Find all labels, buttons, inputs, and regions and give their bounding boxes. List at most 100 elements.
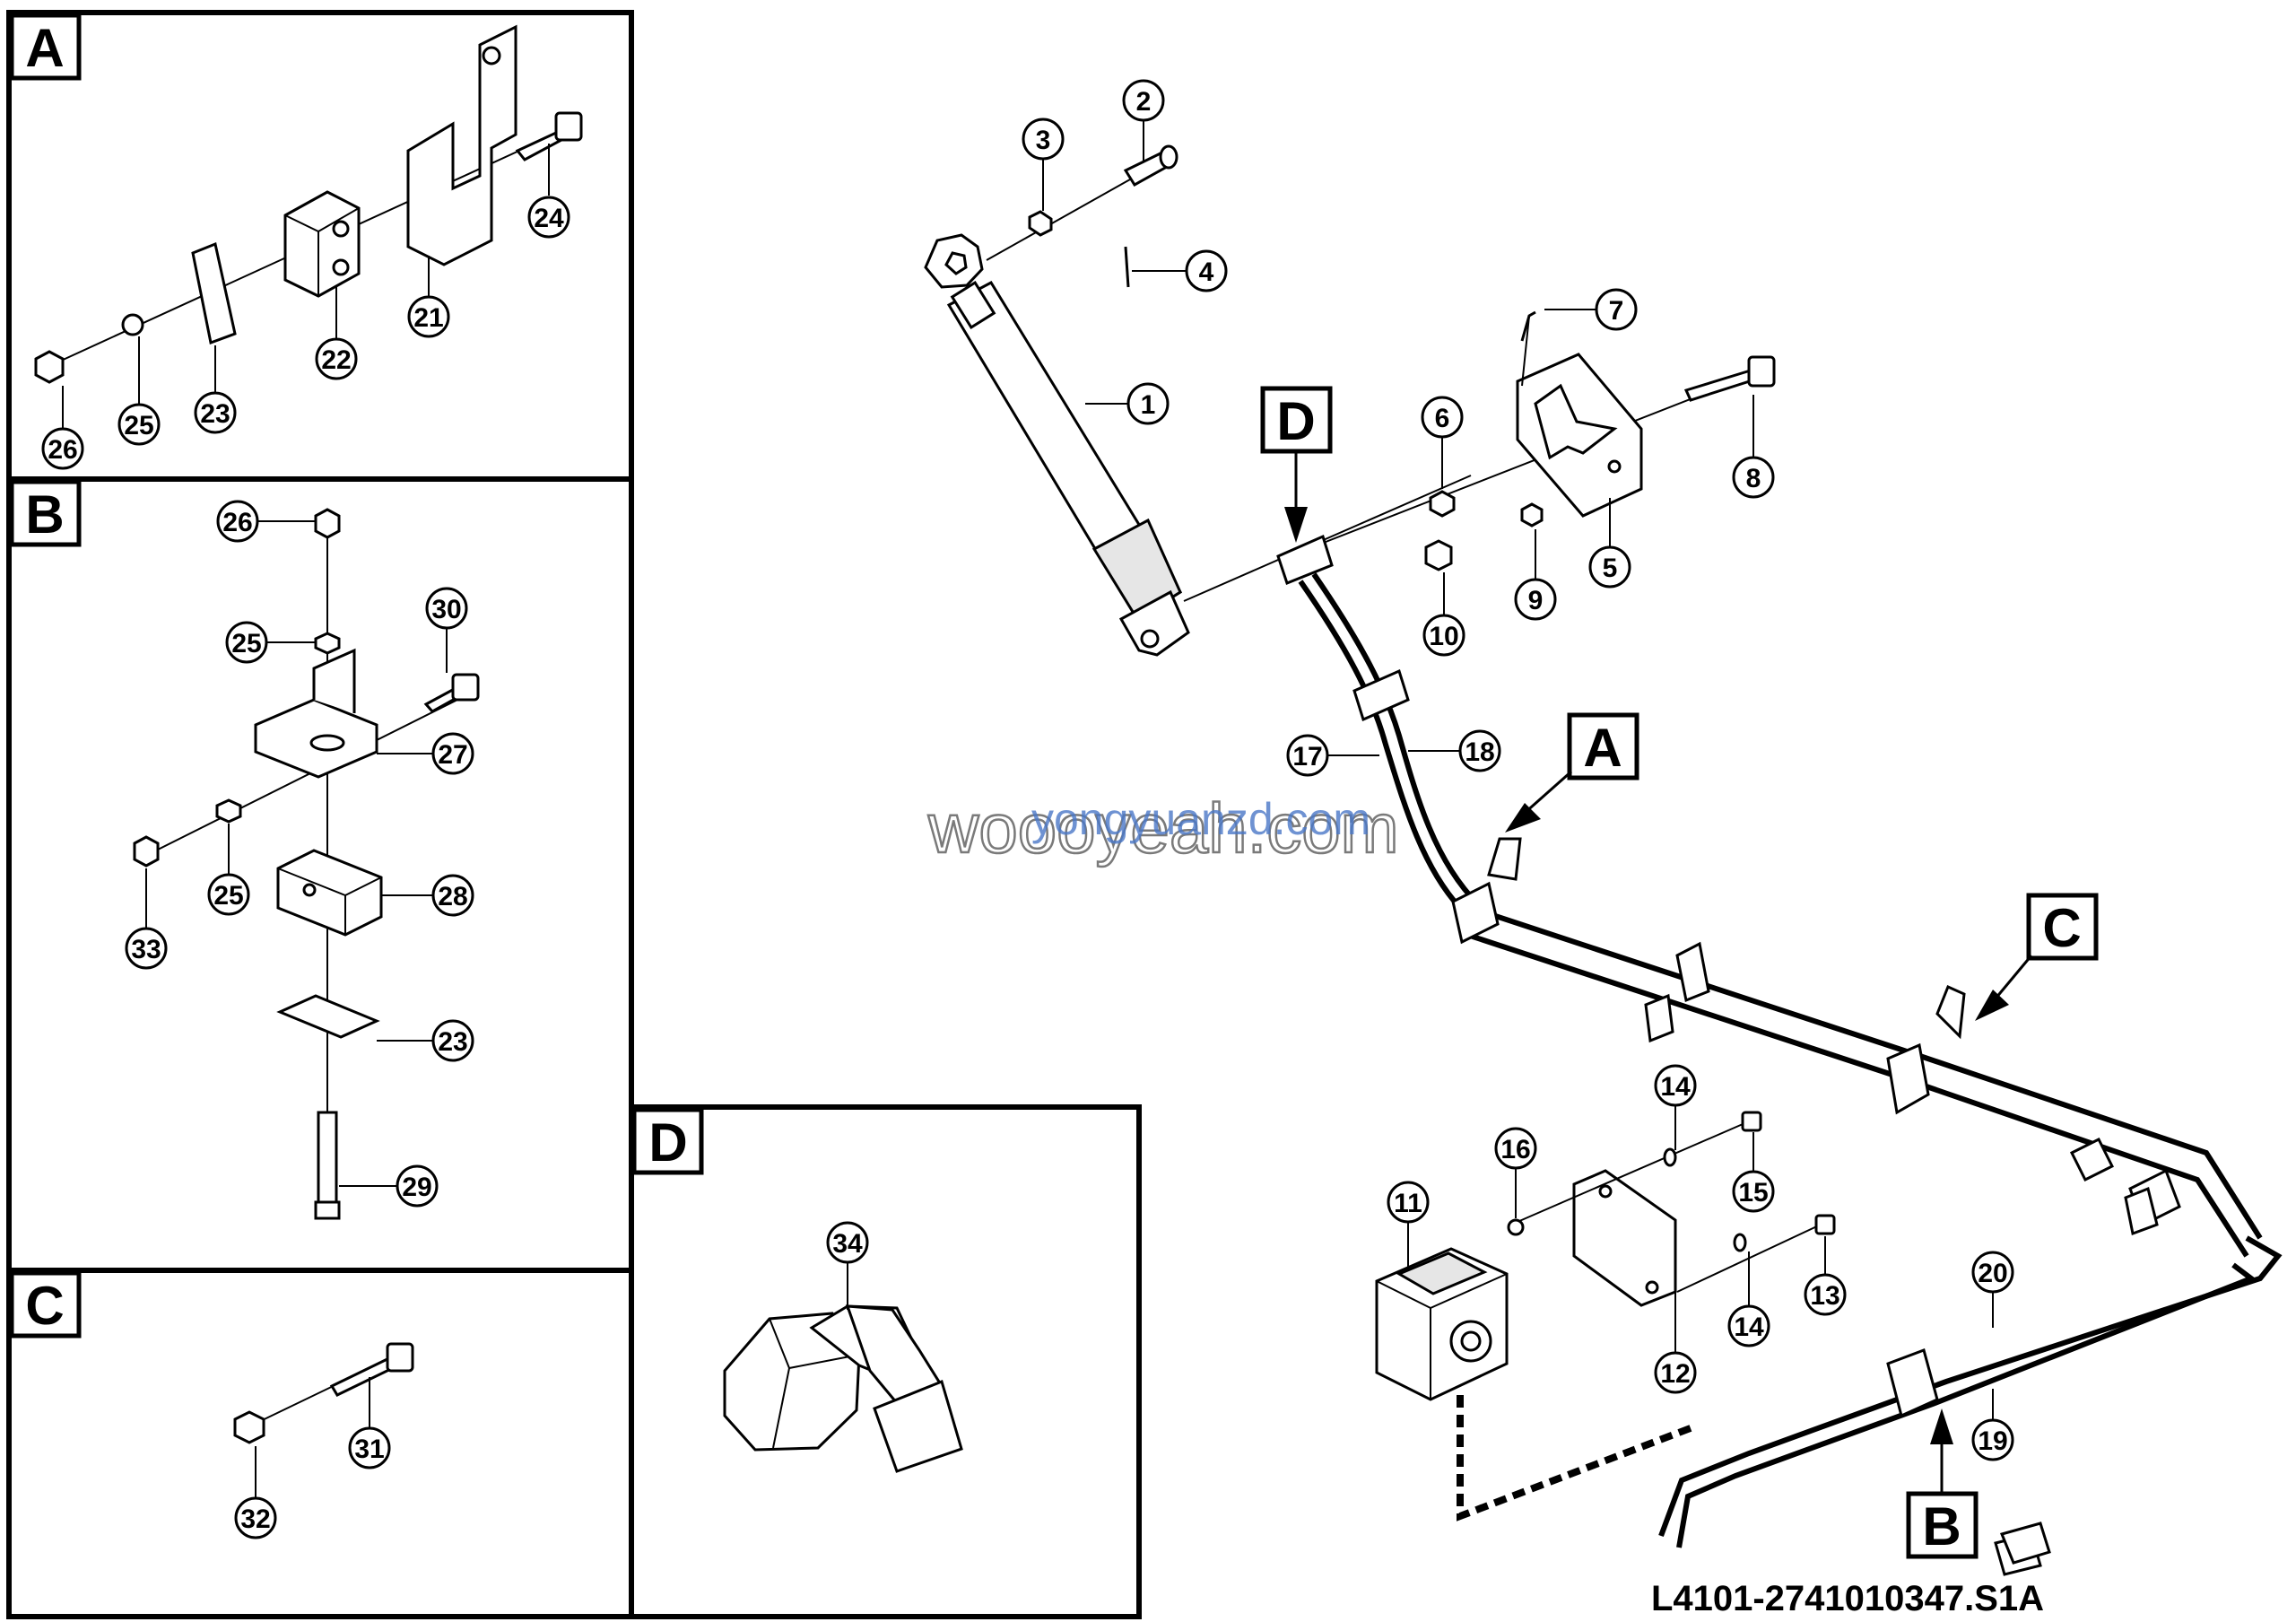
svg-text:13: 13 [1810,1281,1839,1311]
svg-text:19: 19 [1978,1426,2007,1456]
callout-8: 8 [1732,395,1775,499]
callout-32: 32 [234,1446,277,1539]
svg-text:9: 9 [1528,586,1544,615]
svg-text:24: 24 [534,204,564,233]
svg-text:B: B [25,484,64,545]
svg-text:23: 23 [200,399,230,429]
marker-C: C [1975,893,2099,1021]
callout-34: 34 [826,1221,869,1310]
callout-11: 11 [1387,1181,1430,1269]
callout-19: 19 [1971,1389,2014,1461]
svg-text:11: 11 [1394,1189,1422,1218]
svg-text:14: 14 [1734,1312,1764,1342]
svg-text:A: A [1583,718,1622,778]
svg-text:25: 25 [213,881,243,911]
callout-10: 10 [1422,572,1465,657]
marker-A: A [1505,712,1639,833]
callout-16: 16 [1494,1127,1537,1218]
callout-14-lower: 14 [1727,1251,1770,1347]
callout-25c: 25 [207,824,250,916]
svg-text:7: 7 [1609,296,1624,326]
callout-18: 18 [1408,729,1501,772]
detail-d-drawing [723,1304,963,1473]
svg-text:31: 31 [354,1435,384,1464]
svg-text:4: 4 [1199,257,1214,287]
callout-2: 2 [1122,79,1165,161]
svg-text:26: 26 [48,435,77,465]
svg-text:22: 22 [321,345,351,375]
detail-c-drawing [233,1342,414,1444]
svg-text:C: C [2042,898,2081,958]
callout-1: 1 [1085,382,1170,425]
svg-text:25: 25 [231,629,261,658]
callout-9: 9 [1514,529,1557,621]
callout-27: 27 [377,732,474,775]
harness-wire-dashed [1457,1395,1697,1522]
svg-text:32: 32 [240,1504,270,1534]
svg-text:16: 16 [1500,1135,1530,1164]
callout-26b: 26 [216,500,316,543]
svg-text:15: 15 [1738,1178,1768,1208]
detail-frames [6,10,1142,1619]
callout-28: 28 [381,874,474,917]
svg-text:18: 18 [1465,737,1494,767]
svg-text:6: 6 [1435,404,1450,433]
marker-D: D [1260,386,1333,543]
svg-text:1: 1 [1141,390,1156,420]
callout-6: 6 [1421,396,1464,489]
detail-b-drawing [133,508,480,1220]
callout-7: 7 [1544,288,1638,331]
callout-31: 31 [348,1377,391,1469]
callout-3: 3 [1022,118,1065,211]
main-view-drawing [924,144,2283,1576]
svg-text:2: 2 [1136,87,1152,117]
section-label-C: C [9,1270,82,1339]
svg-text:26: 26 [222,508,252,537]
svg-text:8: 8 [1746,464,1761,493]
main-view-callouts: 1 2 3 4 5 6 7 [1022,79,2014,1461]
callout-13: 13 [1804,1236,1847,1316]
svg-text:27: 27 [438,740,467,770]
svg-text:yongyuanzd.com: yongyuanzd.com [1031,794,1370,844]
callout-23: 23 [194,345,237,434]
svg-text:20: 20 [1978,1259,2007,1288]
callout-15: 15 [1732,1132,1775,1213]
callout-12: 12 [1654,1292,1697,1394]
detail-c-callouts: 31 32 [234,1377,391,1539]
svg-text:34: 34 [832,1229,863,1259]
detail-b-callouts: 26 25 30 27 25 33 28 [125,500,474,1208]
section-label-A: A [9,13,82,81]
svg-text:17: 17 [1292,742,1322,772]
svg-text:C: C [25,1276,64,1336]
callout-25: 25 [117,336,161,446]
svg-text:30: 30 [431,595,461,624]
callout-4: 4 [1132,249,1228,292]
svg-text:28: 28 [438,882,467,911]
svg-text:21: 21 [413,303,443,333]
callout-20: 20 [1971,1251,2014,1328]
svg-text:3: 3 [1036,126,1051,155]
section-label-D: D [631,1107,704,1175]
svg-text:12: 12 [1660,1359,1690,1389]
callout-30: 30 [425,587,468,673]
drawing-number: L4101-2741010347.S1A [1651,1579,2044,1618]
callout-26: 26 [41,386,84,470]
svg-text:woooyeah.com: woooyeah.com [927,789,1399,868]
svg-text:10: 10 [1429,622,1458,651]
svg-text:A: A [25,18,64,78]
svg-text:D: D [1276,391,1315,451]
svg-text:14: 14 [1660,1072,1691,1102]
callout-29: 29 [339,1164,439,1208]
callout-24: 24 [527,144,570,239]
marker-B: B [1906,1408,1979,1559]
svg-text:25: 25 [124,411,153,440]
section-label-B: B [9,479,82,547]
callout-22: 22 [315,287,358,380]
svg-text:5: 5 [1603,554,1618,583]
callout-14-upper: 14 [1654,1064,1697,1150]
callout-33: 33 [125,868,168,970]
detail-a-callouts: 24 21 22 23 25 26 [41,144,570,470]
callout-23b: 23 [377,1019,474,1062]
callout-21: 21 [407,256,450,338]
